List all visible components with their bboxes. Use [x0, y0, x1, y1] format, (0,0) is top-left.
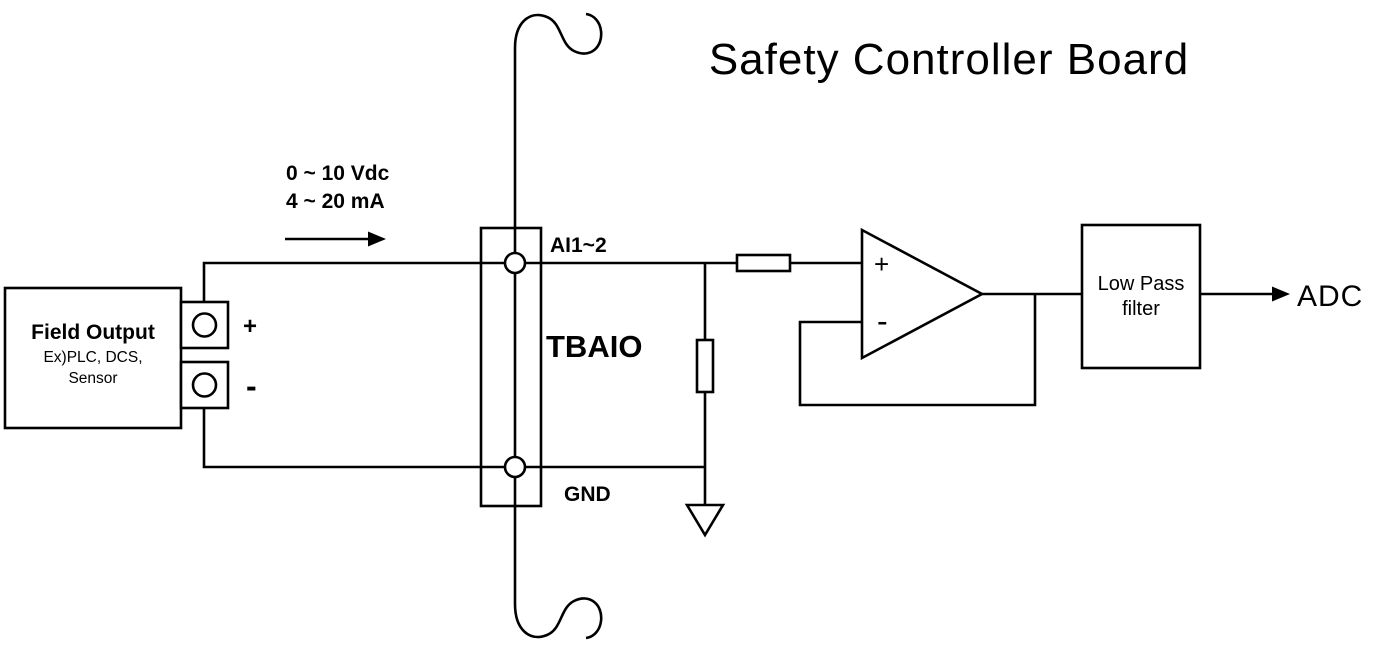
- signal-current-range-label: 4 ~ 20 mA: [286, 190, 385, 213]
- wire-positive-input: [202, 261, 737, 302]
- low-pass-filter-label-line1: Low Pass: [1098, 273, 1185, 295]
- adc-arrowhead-icon: [1272, 286, 1290, 302]
- wire-negative-return: [202, 408, 705, 469]
- opamp: + -: [860, 227, 985, 361]
- tbaio-pin-ai-icon: [503, 251, 527, 275]
- board-boundary-line: [513, 12, 603, 640]
- field-output-box: [3, 286, 183, 430]
- adc-label: ADC: [1297, 280, 1363, 313]
- signal-flow-arrow: [285, 231, 386, 247]
- terminal-minus-block: [179, 360, 230, 410]
- signal-flow-arrowhead-icon: [368, 231, 386, 247]
- field-output-device: [3, 286, 230, 430]
- shunt-resistor-icon: [695, 338, 715, 394]
- opamp-noninverting-label: +: [874, 249, 889, 279]
- opamp-inverting-label: -: [877, 303, 888, 339]
- signal-voltage-range-label: 0 ~ 10 Vdc: [286, 162, 390, 185]
- low-pass-filter-label-line2: filter: [1122, 298, 1160, 320]
- terminal-minus-label: -: [246, 368, 257, 404]
- tbaio-box: [479, 226, 543, 508]
- opamp-triangle: [860, 227, 985, 361]
- tbaio-pin-bottom-label: GND: [564, 483, 611, 506]
- tbaio-name-label: TBAIO: [546, 329, 642, 364]
- low-pass-filter-box: [1080, 223, 1202, 370]
- tbaio-terminal-block: [479, 226, 543, 508]
- tbaio-pin-gnd-icon: [503, 455, 527, 479]
- field-output-title: Field Output: [31, 321, 155, 344]
- terminal-plus-label: +: [243, 313, 257, 340]
- terminal-plus-screw-icon: [191, 312, 218, 338]
- series-resistor-icon: [735, 253, 792, 273]
- field-output-subtitle-line2: Sensor: [68, 370, 117, 387]
- wire-feedback-loop: [798, 294, 1037, 407]
- ground-symbol-icon: [684, 503, 726, 538]
- low-pass-filter: Low Pass filter: [1080, 223, 1202, 370]
- page-title: Safety Controller Board: [709, 35, 1189, 84]
- field-output-subtitle-line1: Ex)PLC, DCS,: [43, 349, 142, 366]
- terminal-minus-screw-icon: [191, 372, 218, 398]
- wires: [202, 261, 1276, 505]
- tbaio-pin-top-label: AI1~2: [550, 234, 607, 257]
